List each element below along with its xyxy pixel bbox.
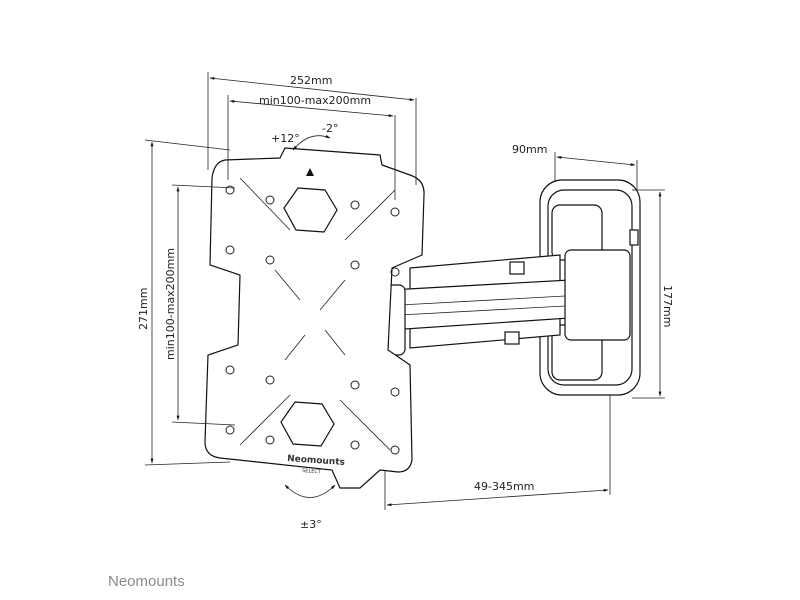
rotation-label: ±3° <box>300 518 322 531</box>
plate-logo: Neomounts <box>287 454 345 468</box>
wall-plate-height-label: 177mm <box>661 285 674 327</box>
extension-label: 49-345mm <box>474 480 534 493</box>
dimension-lines <box>144 72 665 510</box>
tilt-up-label: +12° <box>271 132 300 145</box>
tilt-down-label: -2° <box>322 122 338 135</box>
wall-plate-width-label: 90mm <box>512 143 547 156</box>
plate-height-label: 271mm <box>137 288 150 330</box>
plate-logo-sub: SELECT <box>302 468 322 475</box>
vesa-horizontal-label: min100-max200mm <box>259 94 371 107</box>
tv-plate: Neomounts SELECT <box>204 147 425 489</box>
swing-arm <box>379 249 631 356</box>
footer-brand-logo: Neomounts <box>108 573 185 590</box>
plate-width-label: 252mm <box>290 74 332 87</box>
vesa-vertical-label: min100-max200mm <box>164 248 177 360</box>
